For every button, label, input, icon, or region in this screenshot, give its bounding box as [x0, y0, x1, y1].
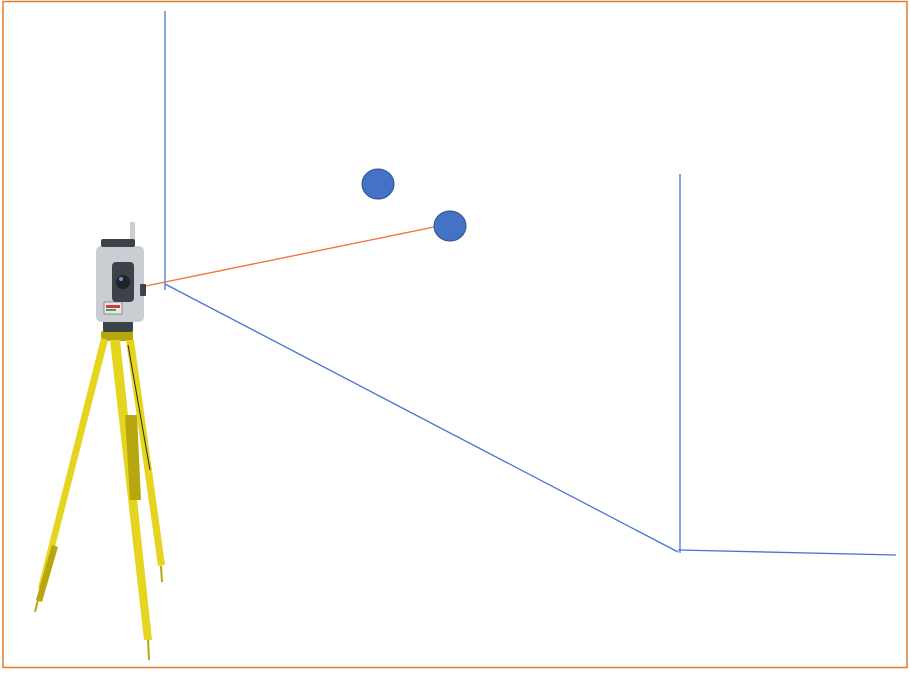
instrument-handle [101, 239, 135, 247]
instrument-lens [116, 275, 130, 289]
measurement-beam-line [131, 226, 439, 289]
tripod-leg-left [38, 338, 108, 590]
room-wall-lines [165, 11, 896, 555]
instrument-antenna [130, 222, 135, 252]
tripod-spike-right [161, 566, 162, 582]
tripod-icon [35, 331, 165, 660]
instrument-knob [140, 284, 146, 296]
tripod-spike-center [148, 640, 149, 660]
back-floor-line [678, 550, 896, 555]
instrument-display-status-ok [106, 309, 116, 311]
target-point-upper [362, 169, 394, 199]
total-station-icon [96, 222, 146, 332]
instrument-lens-glint [119, 277, 123, 281]
instrument-display-status [106, 305, 120, 308]
floor-diagonal-line [165, 284, 678, 552]
target-point-measured [434, 211, 466, 241]
tripod-spike-left [35, 600, 38, 612]
